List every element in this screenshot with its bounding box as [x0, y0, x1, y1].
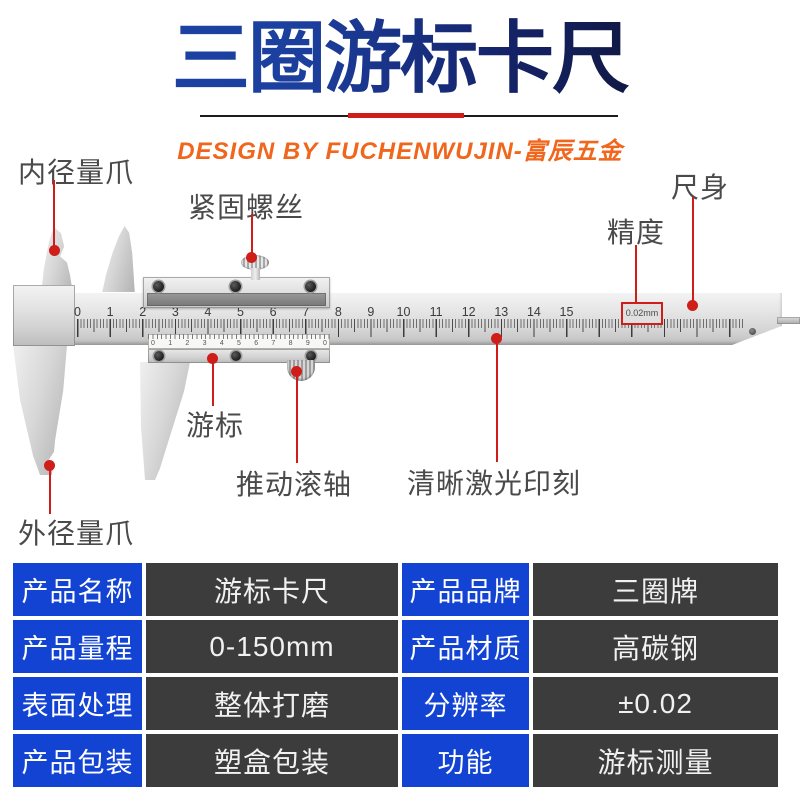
screw-icon [153, 281, 164, 292]
callout-vernier: 游标 [186, 410, 245, 441]
callout-dot [207, 353, 218, 364]
spec-value-cell: 整体打磨 [146, 677, 398, 730]
vernier-number: 2 [185, 340, 190, 347]
scale-number: 6 [269, 305, 277, 319]
callout-dot [291, 366, 302, 377]
screw-icon [231, 351, 241, 361]
vernier-number: 8 [288, 340, 293, 347]
slider-inset-panel [147, 293, 326, 306]
callout-inner-jaw: 内径量爪 [18, 157, 135, 188]
screw-icon [306, 351, 316, 361]
callout-lock-screw: 紧固螺丝 [188, 192, 305, 223]
scale-number: 3 [171, 305, 179, 319]
spec-label-cell: 产品材质 [402, 620, 529, 673]
scale-number: 8 [334, 305, 342, 319]
vernier-number: 4 [219, 340, 224, 347]
beam-hole [749, 328, 756, 335]
scale-number: 14 [526, 305, 541, 319]
spec-label-cell: 产品品牌 [402, 563, 529, 616]
vernier-number: 5 [237, 340, 241, 347]
scale-number: 11 [429, 305, 443, 319]
scale-number: 7 [302, 305, 310, 319]
leader-line [212, 362, 214, 406]
leader-line [635, 245, 637, 302]
callout-dot [49, 245, 60, 256]
scale-number: 5 [237, 305, 244, 319]
vernier-number: 6 [254, 340, 259, 347]
vernier-number: 1 [168, 340, 173, 347]
spec-value-cell: 塑盒包装 [146, 734, 398, 787]
scale-number: 15 [559, 305, 574, 319]
lock-screw-stem [251, 268, 260, 280]
brand-subtitle: DESIGN BY FUCHENWUJIN-富辰五金 [177, 138, 623, 165]
spec-value-cell: 0-150mm [146, 620, 398, 673]
vernier-number: 7 [271, 340, 276, 347]
scale-number: 2 [139, 305, 147, 319]
screw-icon [154, 351, 164, 361]
vernier-numbers: 0 1 2 3 4 5 6 7 8 9 0 [148, 339, 330, 348]
callout-roller: 推动滚轴 [236, 469, 353, 500]
callout-ruler-body: 尺身 [671, 172, 730, 203]
depth-rod [777, 317, 800, 324]
callout-dot [687, 300, 698, 311]
spec-label-cell: 分辨率 [402, 677, 529, 730]
scale-number: 10 [396, 305, 411, 319]
main-scale-ticks [77, 319, 743, 337]
screw-icon [230, 281, 241, 292]
scale-number: 4 [204, 305, 212, 319]
spec-value-cell: ±0.02 [533, 677, 778, 730]
inner-jaw-sliding [101, 226, 135, 294]
vernier-number: 3 [202, 340, 207, 347]
leader-line [53, 180, 55, 248]
leader-line [251, 214, 253, 256]
vernier-ticks [148, 334, 330, 339]
scale-number: 13 [494, 305, 509, 319]
spec-label-cell: 产品名称 [13, 563, 142, 616]
vernier-number: 9 [305, 340, 310, 347]
leader-line [49, 470, 51, 514]
title-divider [200, 113, 618, 118]
scale-number: 0 [74, 305, 81, 319]
scale-number: 1 [106, 305, 114, 319]
page-title: 三圈游标卡尺 [0, 15, 800, 102]
leader-line [496, 342, 498, 462]
leader-line [296, 375, 298, 463]
spec-label-cell: 产品量程 [13, 620, 142, 673]
spec-label-cell: 产品包装 [13, 734, 142, 787]
divider-accent [348, 113, 464, 118]
callout-laser: 清晰激光印刻 [407, 468, 582, 499]
vernier-scale: 0 1 2 3 4 5 6 7 8 9 0 [148, 334, 330, 349]
precision-value-box: 0.02mm [621, 302, 663, 325]
spec-label-cell: 功能 [402, 734, 529, 787]
spec-value-cell: 游标卡尺 [146, 563, 398, 616]
vernier-number: 0 [323, 340, 327, 347]
callout-dot [246, 252, 257, 263]
outer-jaw-sliding [140, 362, 190, 480]
scale-number: 12 [461, 305, 476, 319]
callout-outer-jaw: 外径量爪 [18, 518, 135, 549]
callout-precision: 精度 [607, 217, 666, 248]
spec-value-cell: 游标测量 [533, 734, 778, 787]
spec-value-cell: 三圈牌 [533, 563, 778, 616]
beam-left-end [13, 285, 75, 346]
callout-dot [491, 333, 502, 344]
leader-line [692, 197, 694, 303]
spec-value-cell: 高碳钢 [533, 620, 778, 673]
vernier-number: 0 [151, 340, 155, 347]
callout-dot [44, 460, 55, 471]
screw-icon [305, 281, 316, 292]
scale-number: 9 [367, 305, 375, 319]
spec-label-cell: 表面处理 [13, 677, 142, 730]
